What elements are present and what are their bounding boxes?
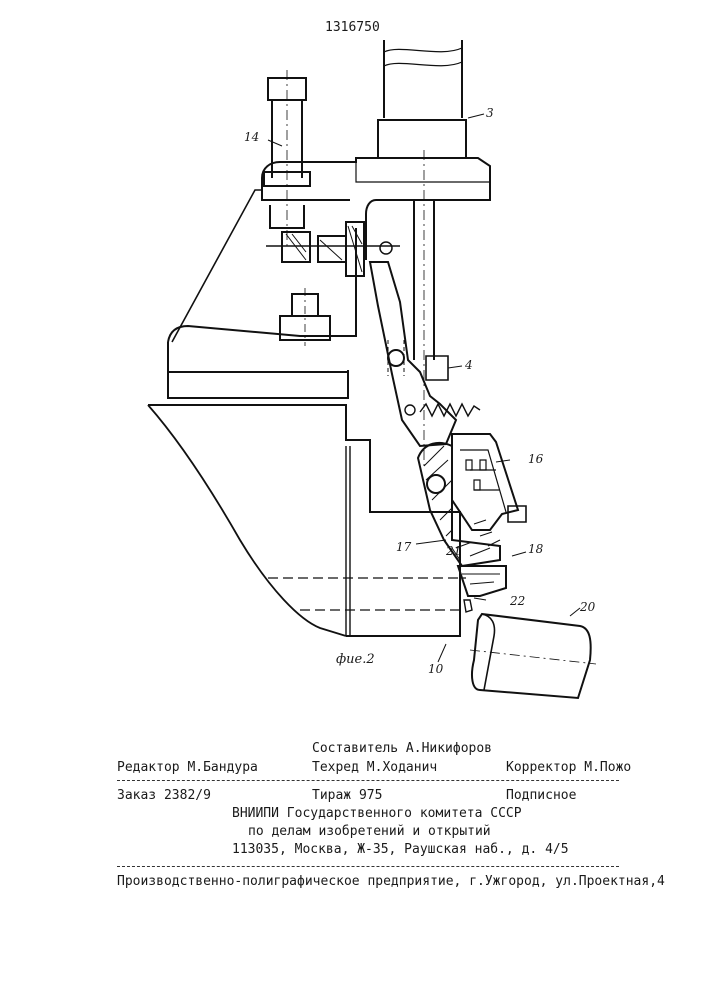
cutter-18 bbox=[458, 566, 506, 596]
colophon-techred: Техред М.Ходанич bbox=[312, 760, 437, 775]
screw-assembly bbox=[282, 222, 364, 276]
label-3: 3 bbox=[486, 106, 494, 120]
colophon-composer: Составитель А.Никифоров bbox=[312, 741, 492, 756]
label-18: 18 bbox=[528, 542, 543, 556]
technical-drawing bbox=[0, 0, 707, 700]
divider-bottom bbox=[117, 866, 619, 867]
figure-caption: фие.2 bbox=[336, 652, 375, 667]
colophon-order: Заказ 2382/9 bbox=[117, 788, 211, 803]
colophon-org-line1: ВНИИПИ Государственного комитета СССР bbox=[232, 806, 522, 821]
label-17: 17 bbox=[396, 540, 411, 554]
label-4: 4 bbox=[465, 358, 473, 372]
label-16: 16 bbox=[528, 452, 543, 466]
colophon-editor: Редактор М.Бандура bbox=[117, 760, 258, 775]
colophon-subscription: Подписное bbox=[506, 788, 576, 803]
colophon-circulation: Тираж 975 bbox=[312, 788, 382, 803]
divider-top bbox=[117, 780, 619, 781]
top-plate bbox=[262, 158, 490, 260]
housing bbox=[168, 228, 356, 398]
colophon-printer: Производственно-полиграфическое предприя… bbox=[117, 874, 665, 889]
colophon-org-line2: по делам изобретений и открытий bbox=[248, 824, 491, 839]
label-21: 21 bbox=[446, 544, 461, 558]
label-20: 20 bbox=[580, 600, 595, 614]
label-22: 22 bbox=[510, 594, 525, 608]
colophon-corrector: Корректор М.Пожо bbox=[506, 760, 631, 775]
base-curve bbox=[148, 405, 346, 636]
label-10: 10 bbox=[428, 662, 443, 676]
label-14: 14 bbox=[244, 130, 259, 144]
block-3 bbox=[378, 120, 466, 158]
colophon-address: 113035, Москва, Ж-35, Раушская наб., д. … bbox=[232, 842, 569, 857]
